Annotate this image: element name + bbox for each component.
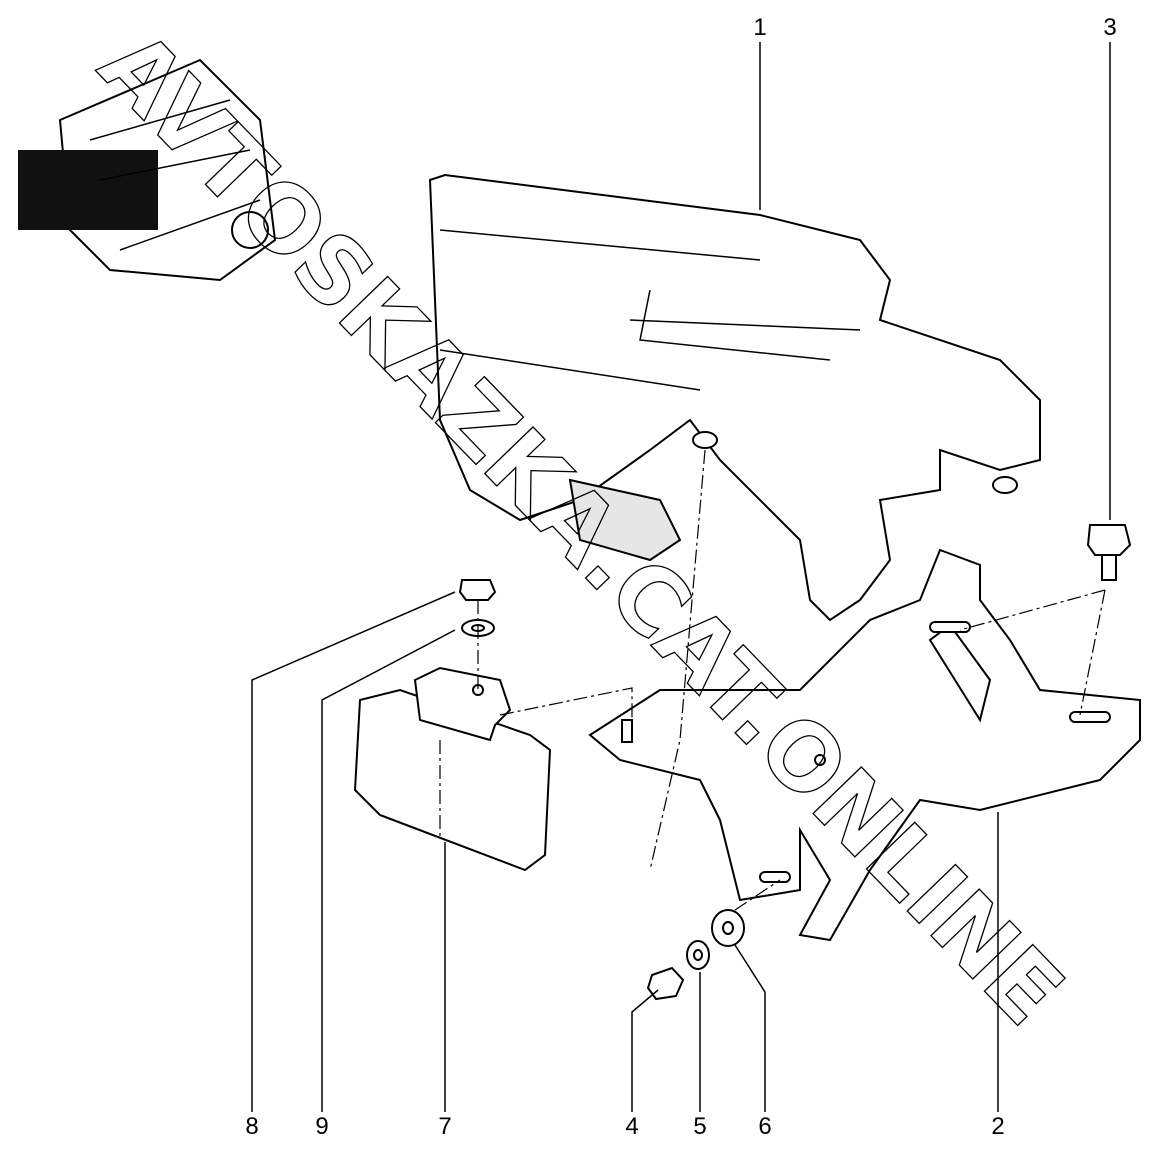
part-8-nut bbox=[458, 579, 497, 601]
callout-1: 1 bbox=[753, 14, 767, 41]
locator-thumbnail bbox=[18, 58, 277, 282]
callout-9: 9 bbox=[315, 1113, 329, 1140]
callout-8: 8 bbox=[245, 1113, 259, 1140]
watermark: AVTOSKAZKA.CAT.ONLINE bbox=[79, 11, 1083, 1046]
leader-lines bbox=[251, 42, 1111, 1112]
part-3-bolt bbox=[1086, 524, 1132, 581]
part-2-bracket bbox=[588, 548, 1141, 942]
callout-3: 3 bbox=[1103, 14, 1117, 41]
part-1-actuator bbox=[428, 173, 1041, 622]
part-5-spring-washer bbox=[686, 940, 710, 970]
callout-6: 6 bbox=[758, 1113, 772, 1140]
part-7-plate bbox=[353, 666, 552, 872]
callout-2: 2 bbox=[991, 1113, 1005, 1140]
callout-4: 4 bbox=[625, 1113, 639, 1140]
callout-7: 7 bbox=[438, 1113, 452, 1140]
part-6-flat-washer bbox=[711, 909, 745, 947]
callout-5: 5 bbox=[693, 1113, 707, 1140]
